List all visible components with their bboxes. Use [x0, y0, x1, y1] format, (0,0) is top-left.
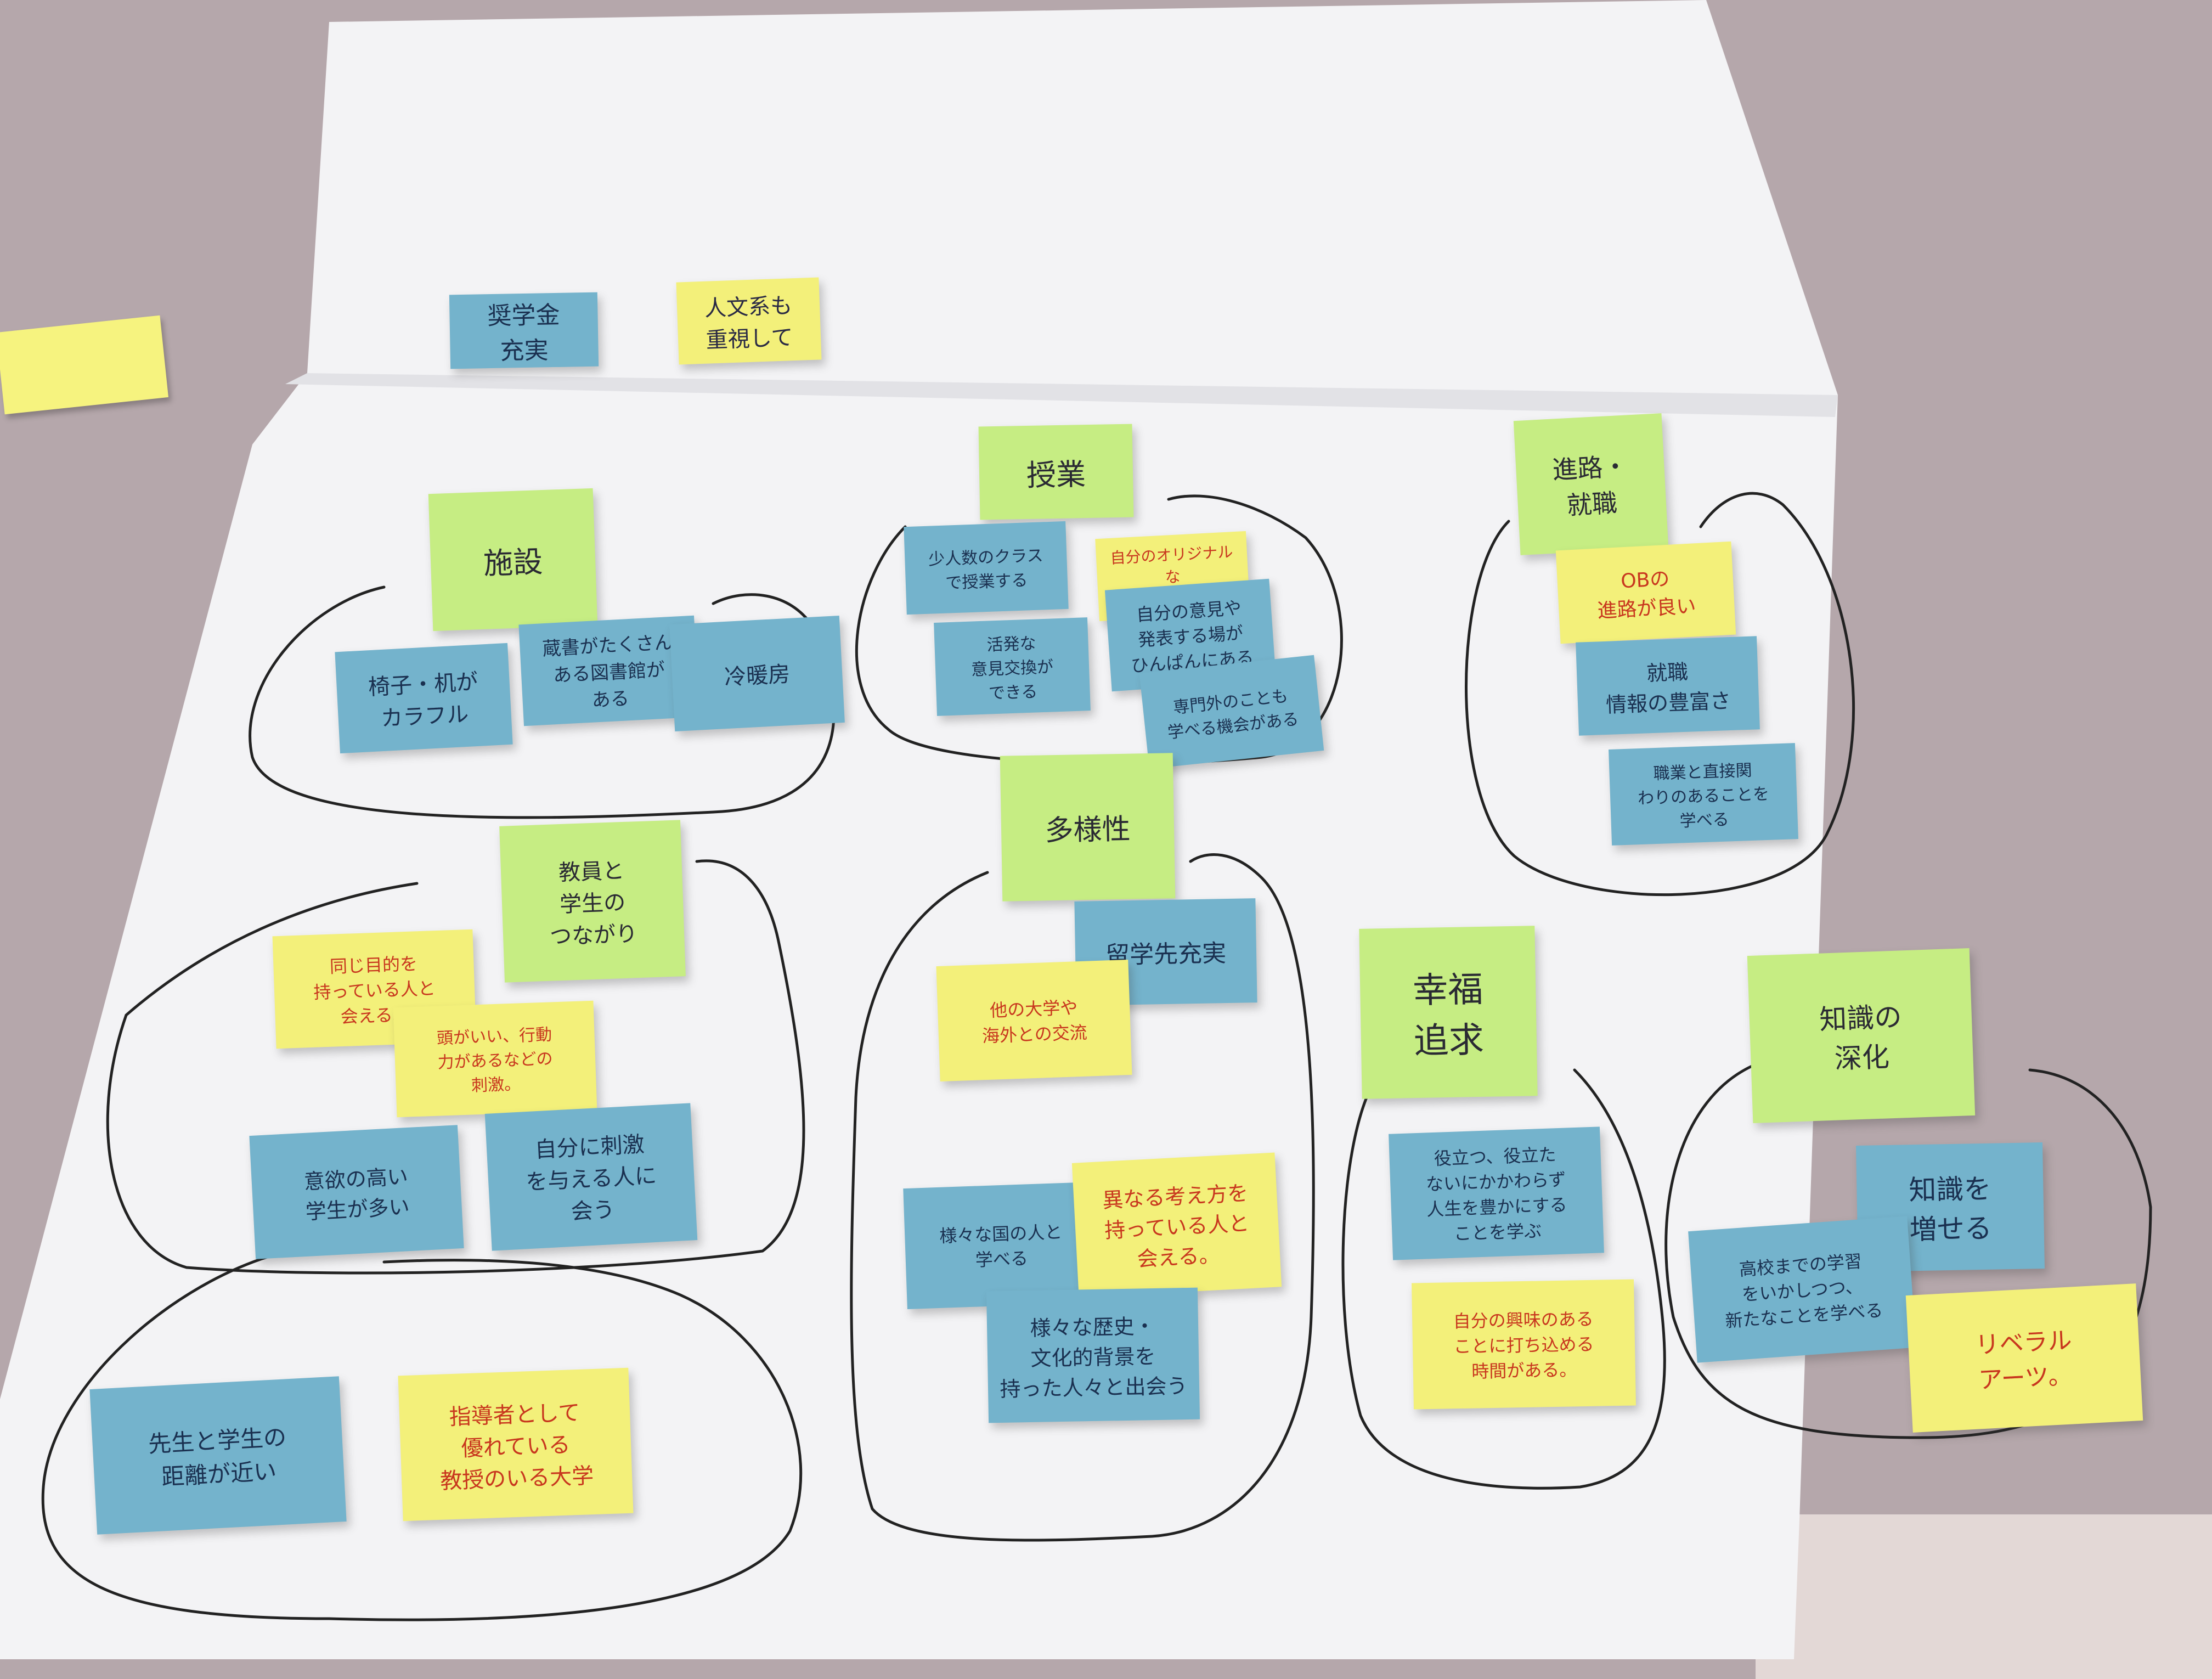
group-title-career: 進路・ 就職	[1513, 413, 1669, 555]
group-title-knowledge: 知識の 深化	[1747, 948, 1976, 1123]
group-title-facilities: 施設	[428, 488, 598, 632]
sticky-note-excellent-professors: 指導者として 優れている 教授のいる大学	[398, 1367, 634, 1522]
sticky-note-different-thinking: 異なる考え方を 持っている人と 会える。	[1071, 1152, 1282, 1298]
group-title-diversity: 多様性	[1000, 753, 1176, 902]
loop-career	[1465, 492, 1855, 897]
sticky-note-meet-inspiring-people: 自分に刺激 を与える人に 会う	[484, 1103, 698, 1251]
sticky-note-overseas-exchange: 他の大学や 海外との交流	[936, 959, 1132, 1082]
sticky-note-enrich-life: 役立つ、役立た ないにかかわらず 人生を豊かにする ことを学ぶ	[1389, 1126, 1604, 1260]
sticky-note-colorful-chairs: 椅子・机が カラフル	[335, 643, 513, 754]
table-surface	[1756, 1514, 2212, 1679]
sticky-note-build-on-highschool: 高校までの学習 をいかしつつ、 新たなことを学べる	[1688, 1216, 1916, 1363]
loop-happiness	[1341, 1068, 1666, 1490]
loop-teachers-students	[106, 859, 805, 1275]
sticky-note-job-related: 職業と直接関 わりのあることを 学べる	[1609, 743, 1798, 846]
sticky-note-small-classes: 少人数のクラス で授業する	[904, 521, 1069, 615]
sticky-note-stimulation: 頭がいい、行動 力があるなどの 刺激。	[393, 1000, 597, 1118]
sticky-note-teacher-distance: 先生と学生の 距離が近い	[89, 1376, 347, 1535]
sticky-note-motivated-students: 意欲の高い 学生が多い	[249, 1125, 464, 1259]
sticky-note-job-info: 就職 情報の豊富さ	[1576, 636, 1760, 736]
sticky-note-liberal-arts: リベラル アーツ。	[1905, 1283, 2143, 1433]
loop-diversity	[850, 853, 1315, 1542]
sticky-note-air-conditioning: 冷暖房	[669, 616, 845, 731]
sticky-note-time-for-interests: 自分の興味のある ことに打ち込める 時間がある。	[1412, 1279, 1636, 1410]
sticky-note-active-discussion: 活発な 意見交換が できる	[934, 617, 1091, 716]
sticky-note-other-fields: 専門外のことも 学べる機会がある	[1139, 655, 1324, 769]
group-title-happiness: 幸福 追求	[1359, 926, 1538, 1099]
sticky-note-scholarship: 奨学金 充実	[449, 292, 599, 369]
sticky-note-cultural-backgrounds: 様々な歴史・ 文化的背景を 持った人々と出会う	[986, 1287, 1200, 1423]
loop-teacher-distance	[41, 1255, 803, 1621]
sticky-note-ob-career: OBの 進路が良い	[1555, 541, 1736, 644]
sticky-note-humanities: 人文系も 重視して	[676, 277, 822, 365]
group-title-classes: 授業	[978, 424, 1134, 520]
group-title-teachers-students: 教員と 学生の つながり	[499, 820, 686, 983]
loop-knowledge	[1664, 1063, 2152, 1439]
